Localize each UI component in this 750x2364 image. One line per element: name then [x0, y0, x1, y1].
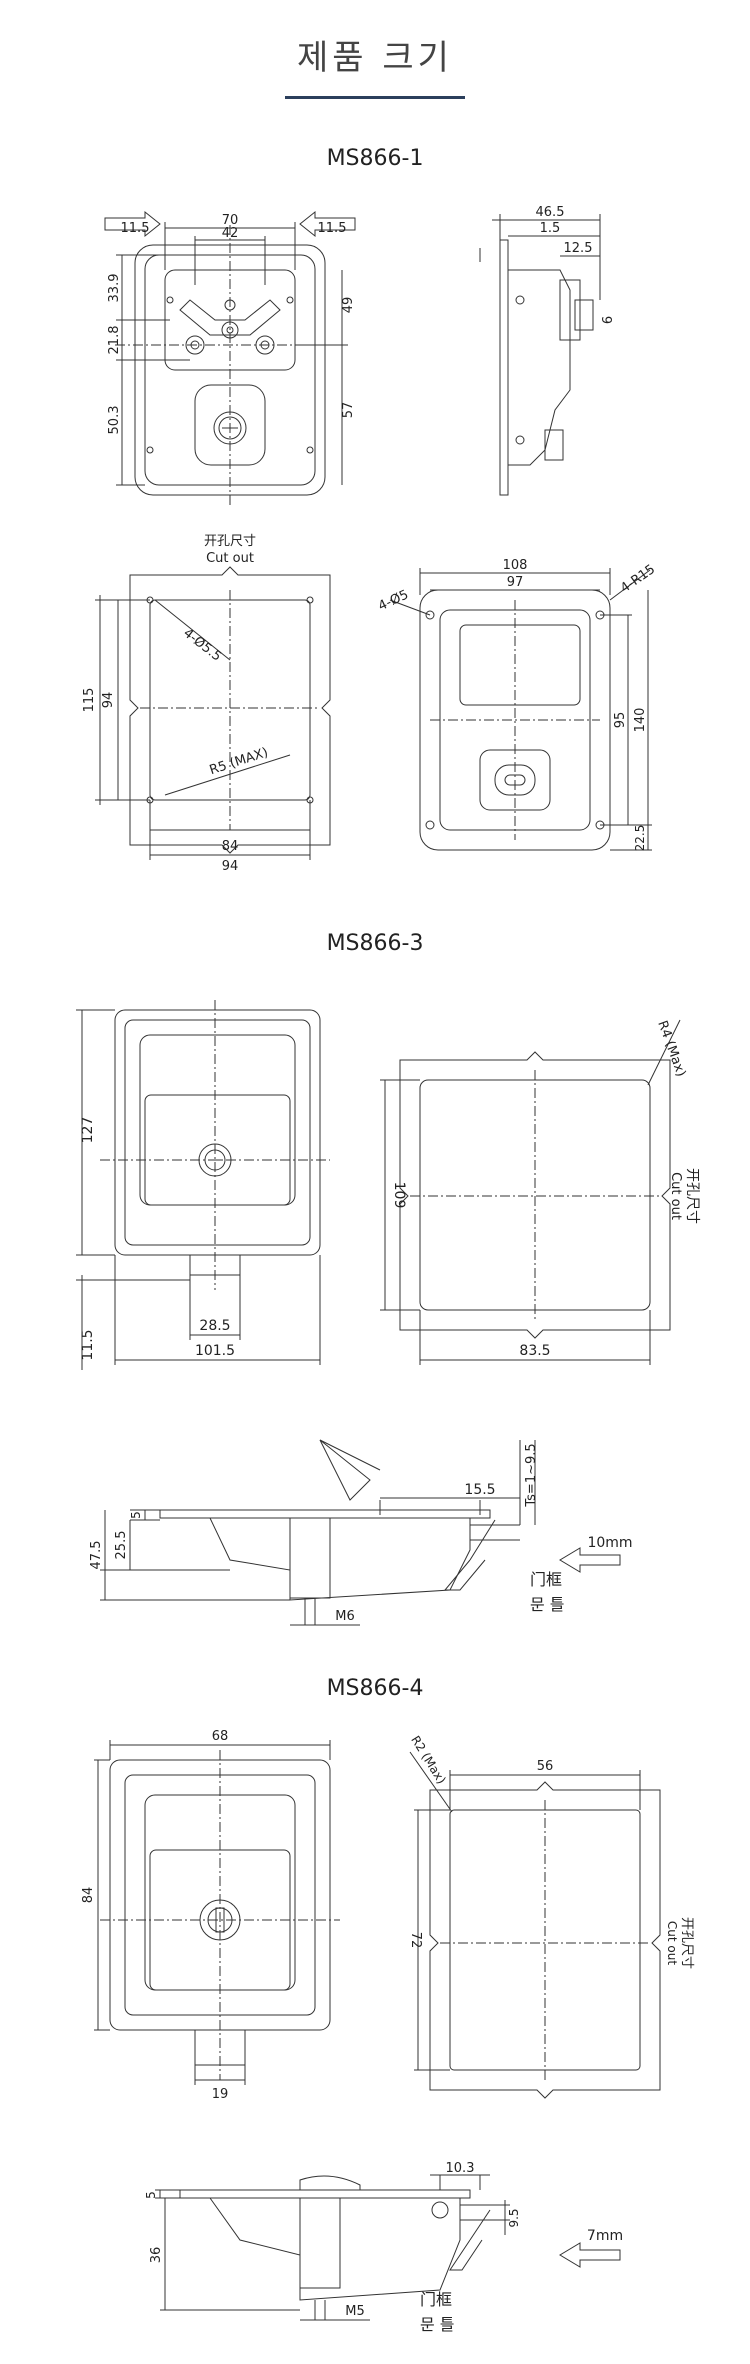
dim-right-upper: 49: [341, 297, 356, 314]
ms866-3-ts: Ts=1~9.5: [524, 1443, 539, 1507]
ms866-3-frame-cn: 门框: [530, 1570, 562, 1589]
section-title-ms866-3: MS866-3: [327, 931, 424, 956]
dim-thickness: 6: [601, 316, 616, 324]
ms866-3-body: 25.5: [114, 1531, 129, 1560]
cutout-width-inner: 84: [222, 839, 239, 854]
section-title-ms866-4: MS866-4: [327, 1676, 424, 1701]
dim-right-margin: 11.5: [318, 221, 347, 236]
dim-left-margin: 11.5: [121, 221, 150, 236]
back-holes: 4-Ø5: [376, 587, 411, 614]
ms866-1-front-view: [104, 210, 356, 505]
ms866-3-cutout-height: 109: [391, 1182, 407, 1209]
ms866-3-width: 101.5: [195, 1343, 235, 1359]
cutout-height-outer: 115: [82, 688, 97, 713]
ms866-3-offset: 15.5: [464, 1482, 495, 1498]
ms866-3-flange: 5: [129, 1511, 143, 1519]
cutout-height-inner: 94: [101, 692, 116, 709]
dim-flange: 1.5: [540, 221, 561, 236]
ms866-1-cutout-view: [95, 566, 331, 860]
back-width-inner: 97: [507, 575, 524, 590]
back-width-outer: 108: [503, 558, 528, 573]
page-title: 제품 크기: [297, 38, 453, 78]
back-bottom: 22.5: [633, 825, 647, 852]
ms866-4-cutout-view: [409, 1751, 661, 2099]
back-height-inner: 95: [613, 712, 628, 729]
ms866-4-side-view: [155, 2174, 621, 2321]
ms866-3-bottom: 11.5: [80, 1329, 96, 1360]
title-underline: [285, 96, 465, 99]
dim-mid-height: 21.8: [107, 326, 122, 355]
cutout-width-outer: 94: [222, 859, 239, 874]
cutout-radius: R5 (MAX): [208, 745, 270, 778]
dim-inner-width: 42: [222, 226, 239, 241]
ms866-3-cutout-width: 83.5: [519, 1343, 550, 1359]
ms866-3-lock-width: 28.5: [199, 1318, 230, 1334]
cutout-label-cn: 开孔尺寸: [204, 534, 256, 549]
ms866-3-cutout-view: [380, 1019, 681, 1365]
ms866-3-thread: M6: [335, 1609, 355, 1624]
ms866-3-front-view: [76, 1000, 330, 1370]
dim-overall-width: 70: [222, 213, 239, 228]
ms866-1-side-view: [479, 214, 601, 496]
ms866-4-front-view: [94, 1740, 340, 2085]
section-title-ms866-1: MS866-1: [327, 146, 424, 171]
ms866-4-frame-cn: 门框: [420, 2290, 452, 2309]
dim-cam: 12.5: [564, 241, 593, 256]
ms866-1-back-view: [389, 568, 652, 851]
dim-top-height: 33.9: [107, 274, 122, 303]
ms866-4-offset: 10.3: [446, 2161, 475, 2176]
ms866-4-frame-kr: 문 틀: [420, 2315, 455, 2334]
back-height-outer: 140: [633, 708, 648, 733]
dim-lower-height: 50.3: [107, 406, 122, 435]
ms866-4-cutout-width: 56: [537, 1759, 554, 1774]
ms866-4-width: 68: [212, 1729, 229, 1744]
ms866-4-total: 36: [149, 2247, 164, 2264]
dim-right-lower: 57: [341, 402, 356, 419]
ms866-3-total: 47.5: [89, 1541, 104, 1570]
ms866-4-cutout-label-cn: 开孔尺寸: [679, 1917, 694, 1969]
ms866-4-cutout-height: 72: [408, 1932, 423, 1949]
cutout-label-en: Cut out: [206, 551, 254, 566]
back-corner: 4-R15: [618, 562, 658, 596]
ms866-4-gap: 9.5: [507, 2208, 521, 2227]
ms866-3-door: 10mm: [587, 1535, 632, 1551]
ms866-3-cutout-label-cn: 开孔尺寸: [684, 1168, 700, 1224]
ms866-4-lock-width: 19: [212, 2087, 229, 2102]
cutout-holes: 4-Ø5.5: [180, 626, 224, 665]
ms866-4-flange: 5: [144, 2191, 158, 2199]
ms866-3-height: 127: [80, 1117, 96, 1144]
ms866-3-cutout-radius: R4 (Max): [654, 1019, 688, 1079]
ms866-4-door: 7mm: [587, 2228, 623, 2244]
ms866-3-side-view: [100, 1439, 621, 1626]
ms866-3-cutout-label-en: Cut out: [668, 1172, 683, 1220]
ms866-3-frame-kr: 문 틀: [530, 1595, 565, 1614]
ms866-4-height: 84: [81, 1887, 96, 1904]
dim-depth: 46.5: [536, 205, 565, 220]
ms866-4-thread: M5: [345, 2304, 365, 2319]
ms866-4-cutout-label-en: Cut out: [665, 1921, 679, 1965]
